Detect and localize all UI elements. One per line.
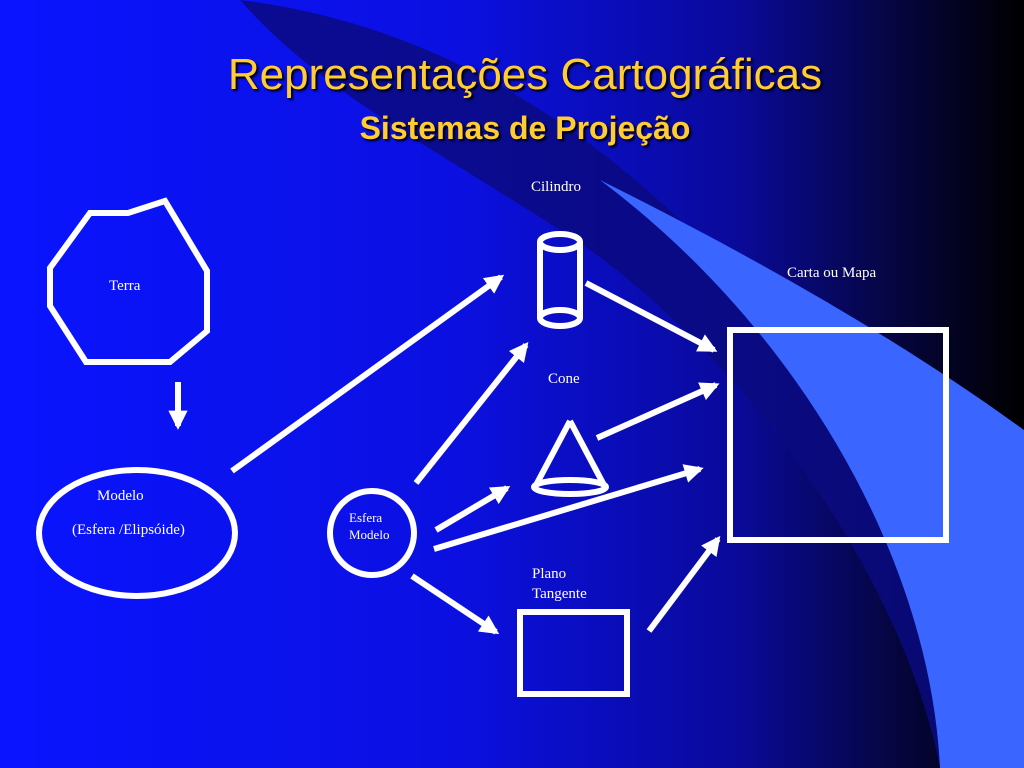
arrow-esfera-to-plano <box>410 573 500 635</box>
terra-shape <box>47 197 210 365</box>
plano-tangente-square <box>517 609 630 697</box>
slide-subtitle: Sistemas de Projeção <box>359 110 691 146</box>
label-esfera: Esfera <box>349 510 383 525</box>
modelo-ellipse <box>36 467 238 599</box>
esfera-modelo-circle <box>327 488 417 578</box>
arrow-cone-to-carta <box>595 382 720 441</box>
arrow-plano-to-carta <box>646 535 721 633</box>
arrow-esfera-to-cilindro <box>413 341 529 485</box>
carta-mapa-rectangle <box>727 327 949 543</box>
cone-shape <box>531 419 609 497</box>
label-modelo-sub: (Esfera /Elipsóide) <box>72 522 185 538</box>
label-tangente: Tangente <box>532 586 587 602</box>
label-cilindro: Cilindro <box>531 179 582 195</box>
label-modelo: Modelo <box>97 488 144 504</box>
label-carta-mapa: Carta ou Mapa <box>787 265 877 281</box>
label-cone: Cone <box>548 371 580 387</box>
arrow-cilindro-to-carta <box>584 280 718 353</box>
slide-title: Representações Cartográficas <box>227 50 823 99</box>
arrow-esfera-to-cone <box>434 485 511 533</box>
arrow-esfera-to-carta <box>433 464 704 552</box>
background-swoosh-light <box>600 180 1024 768</box>
label-terra: Terra <box>109 278 141 294</box>
label-plano: Plano <box>532 566 567 582</box>
arrow-modelo-to-cilindro <box>230 274 505 474</box>
cylinder-shape <box>537 231 583 329</box>
label-esfera-modelo: Modelo <box>349 527 390 542</box>
